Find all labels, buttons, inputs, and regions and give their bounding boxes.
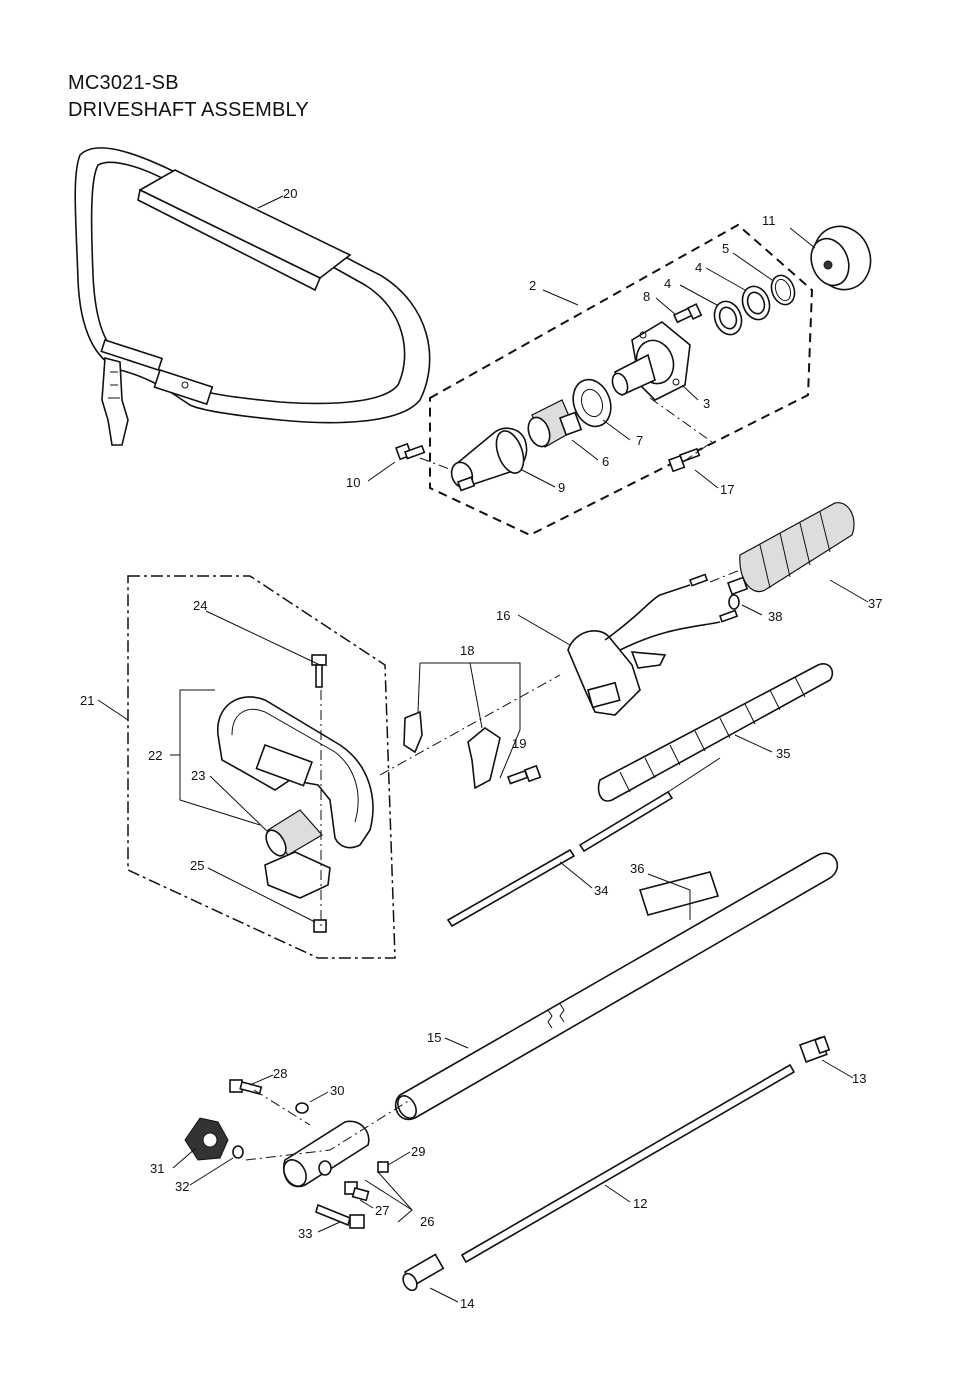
clamp-25 [264,851,331,933]
assembly-title: DRIVESHAFT ASSEMBLY [68,99,309,121]
bolt-28 [229,1079,263,1095]
label-12: 12 [633,1196,647,1211]
label-18: 18 [460,643,474,658]
cone-housing [450,427,528,492]
label-15: 15 [427,1030,441,1045]
spacer-38 [726,576,749,610]
decal-36 [638,871,720,916]
model-number: MC3021-SB [68,72,179,94]
screw-8 [672,303,703,324]
bearing-inner [713,300,743,336]
label-2: 2 [529,278,536,293]
end-cap [810,225,872,291]
bolt-19 [506,764,542,785]
bracket-18 [403,710,501,790]
bolt-17 [667,447,701,473]
throttle-lever [567,573,739,716]
flex-tube-35 [597,663,834,802]
bolt-10 [394,442,426,461]
washer-30 [295,1102,309,1114]
label-33: 33 [298,1226,312,1241]
label-36: 36 [630,861,644,876]
label-34: 34 [594,883,608,898]
label-24: 24 [193,598,207,613]
adapter-13 [798,1035,831,1063]
label-35: 35 [776,746,790,761]
gear-case-group-outline [429,223,814,537]
label-11: 11 [762,213,776,228]
snap-hook [101,356,129,446]
harness-strap [74,147,431,446]
label-6: 6 [602,454,609,469]
screw-24 [311,654,327,688]
label-10: 10 [346,475,360,490]
label-38: 38 [768,609,782,624]
label-26: 26 [420,1214,434,1229]
inner-shaft-34 [446,757,721,928]
label-27: 27 [375,1203,389,1218]
label-22: 22 [148,748,162,763]
main-pipe-15 [394,852,839,1121]
part-labels: 20 11 5 4 4 2 8 3 7 6 10 9 17 37 38 16 2… [80,186,882,1311]
label-5: 5 [722,241,729,256]
bearing-outer [741,285,771,321]
bushing-14 [402,1253,445,1292]
label-25: 25 [190,858,204,873]
label-32: 32 [175,1179,189,1194]
label-9: 9 [558,480,565,495]
label-3: 3 [703,396,710,411]
grip-37 [739,502,855,593]
grip-sleeve-23 [265,809,323,857]
leader-lines [97,195,869,1303]
label-37: 37 [868,596,882,611]
label-8: 8 [643,289,650,304]
label-21: 21 [80,693,94,708]
drive-shaft-12 [460,1063,796,1264]
label-4-inner: 4 [664,276,671,291]
label-7: 7 [636,433,643,448]
label-28: 28 [273,1066,287,1081]
knob-31 [184,1117,229,1161]
label-4-outer: 4 [695,260,702,275]
label-13: 13 [852,1071,866,1086]
label-19: 19 [512,736,526,751]
bolt-33 [315,1203,365,1229]
snap-ring [770,274,796,306]
label-17: 17 [720,482,734,497]
screw-27 [344,1181,370,1202]
coupling [527,399,583,448]
clutch-plate [572,378,612,428]
handle-group-outline [127,575,396,959]
bearing-housing [611,321,691,401]
label-31: 31 [150,1161,164,1176]
label-14: 14 [460,1296,474,1311]
label-16: 16 [496,608,510,623]
title-block: MC3021-SB DRIVESHAFT ASSEMBLY [68,70,309,124]
label-30: 30 [330,1083,344,1098]
loop-handle [217,696,374,849]
label-20: 20 [283,186,297,201]
nut-29 [377,1161,389,1173]
label-23: 23 [191,768,205,783]
label-29: 29 [411,1144,425,1159]
clamp-block-26 [283,1120,370,1188]
washer-32 [232,1145,244,1159]
